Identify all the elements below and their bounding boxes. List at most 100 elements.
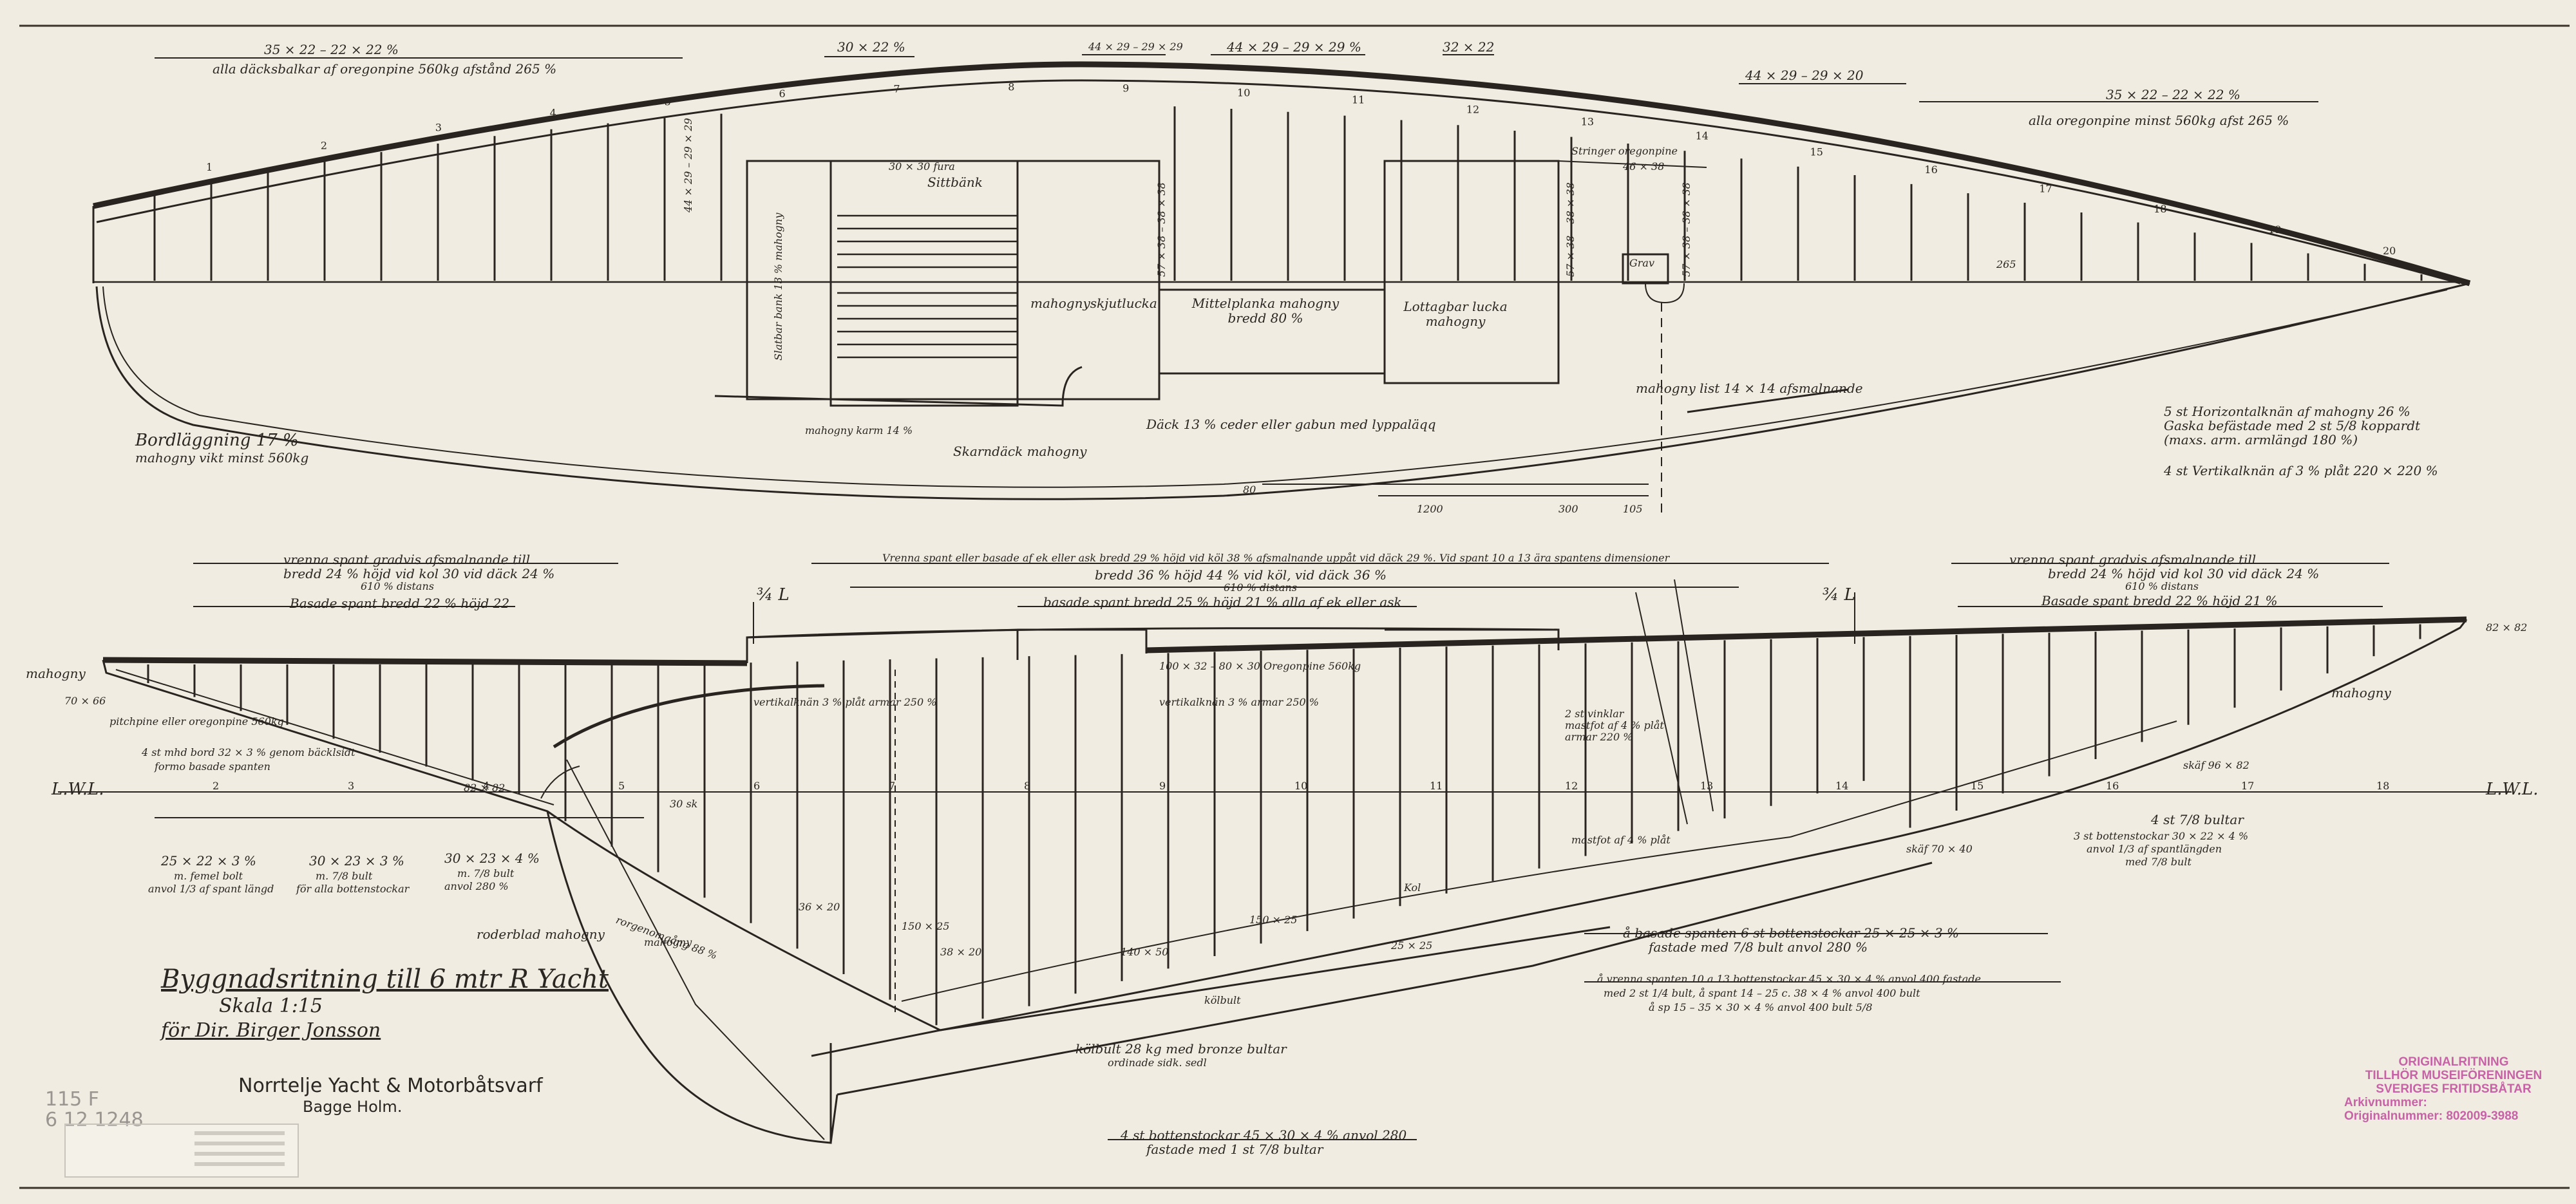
- shipyard-designer: Bagge Holm.: [303, 1098, 402, 1116]
- station-number: 13: [1700, 780, 1713, 792]
- station-number: 7: [893, 82, 900, 95]
- stringer-label: Stringer oregonpine: [1571, 145, 1678, 157]
- floor-dims-a-2: m. femel bolt: [174, 870, 243, 882]
- sittbank-dimension: 30 × 30 fura: [889, 160, 955, 173]
- plan-view: [92, 54, 2471, 515]
- dim-mid-1-label: 140 × 50: [1121, 946, 1169, 958]
- frames-mid-note-4: basade spant bredd 25 % höjd 21 % alla a…: [1043, 594, 1402, 610]
- planking-label: Bordläggning 17 %: [135, 431, 299, 450]
- frames-left-note-2: bredd 24 % höjd vid kol 30 vid däck 24 %: [283, 566, 555, 581]
- stamp-line-1: ORIGINALRITNING: [2398, 1055, 2509, 1069]
- museum-stamp: ORIGINALRITNING TILLHÖR MUSEIFÖRENINGEN …: [2344, 1055, 2563, 1123]
- stiffener-note-1: 4 st mhd bord 32 × 3 % genom bäcklsidt: [142, 746, 355, 758]
- dim-36-label: 36 × 20: [799, 901, 840, 913]
- station-number: 15: [1971, 780, 1984, 792]
- length-dimension-300: 300: [1558, 503, 1578, 515]
- floor-note-1: å basade spanten 6 st bottenstockar 25 ×…: [1623, 925, 1959, 941]
- mast-note-3: armar 220 %: [1565, 731, 1633, 743]
- bottom-note-2: fastade med 1 st 7/8 bultar: [1146, 1142, 1323, 1157]
- stamp-line-2: TILLHÖR MUSEIFÖRENINGEN: [2365, 1068, 2543, 1082]
- station-number: 5: [665, 95, 671, 108]
- floor-dims-c-3: anvol 280 %: [444, 880, 509, 892]
- slatted-bench-label: Slatbar bank 13 % mahogny: [772, 212, 784, 361]
- drawing-client: för Dir. Birger Jonsson: [161, 1019, 381, 1042]
- keel-bolt-note: ordinade sidk. sedl: [1108, 1057, 1207, 1069]
- dim-38-label: 38 × 20: [940, 946, 982, 958]
- vertical-knees: 4 st Vertikalknän af 3 % plåt 220 × 220 …: [2164, 463, 2438, 478]
- dim-150-label: 150 × 25: [902, 920, 950, 932]
- keel-outline: [546, 811, 832, 1144]
- deck-clamp-label: 100 × 32 – 80 × 30 Oregonpine 560kg: [1159, 660, 1361, 672]
- archive-stamp-faded: [64, 1124, 299, 1178]
- stem-dimension: 70 × 66: [64, 695, 106, 707]
- station-number: 18: [2154, 203, 2166, 215]
- station-number: 5: [618, 780, 625, 792]
- dim-mid-2-label: 150 × 25: [1249, 914, 1298, 926]
- station-number: 14: [1835, 780, 1848, 792]
- station-number: 11: [1430, 780, 1443, 792]
- floor-note-4: med 2 st 1/4 bult, å spant 14 – 25 c. 38…: [1604, 987, 1920, 999]
- length-dimension-1200: 1200: [1417, 503, 1443, 515]
- station-number: 14: [1696, 129, 1709, 142]
- waterline-label-left: L.W.L.: [52, 780, 104, 799]
- beam-dimension-7: 35 × 22 – 22 × 22 %: [2106, 87, 2240, 102]
- stamp-line-4: Arkivnummer:: [2344, 1095, 2427, 1109]
- station-number: 9: [1122, 82, 1129, 95]
- skaf-label-2: skäf 70 × 40: [1906, 843, 1973, 855]
- frame-dimension-4: 57 × 38 – 38 × 38: [1680, 182, 1692, 277]
- station-number: 8: [1008, 81, 1014, 93]
- floor-dims-a-3: anvol 1/3 af spant längd: [148, 883, 274, 895]
- stiffener-note-2: formo basade spanten: [155, 760, 270, 773]
- skylight-label: mahognyskjutlucka: [1030, 296, 1157, 311]
- floor-dims-b-3: för alla bottenstockar: [296, 883, 410, 895]
- rudder-outline: [566, 759, 825, 1140]
- beam-note-7: alla oregonpine minst 560kg afst 265 %: [2029, 113, 2289, 128]
- beam-dimension-6: 44 × 29 – 29 × 20: [1745, 68, 1864, 83]
- stamp-line-5: Originalnummer: 802009-3988: [2344, 1109, 2519, 1123]
- floor-dims-c-2: m. 7/8 bult: [457, 867, 515, 879]
- skaf-label-1: skäf 96 × 82: [2183, 759, 2249, 771]
- skarndack-label: Skarndäck mahogny: [953, 444, 1087, 459]
- frames-left-note-3: 610 % distans: [361, 580, 434, 592]
- horizontal-knees-3: (maxs. arm. armlängd 180 %): [2164, 432, 2358, 447]
- floor-dims-b-1: 30 × 23 × 3 %: [309, 853, 404, 869]
- grav-label: Grav: [1629, 257, 1655, 269]
- length-dimension-105: 105: [1623, 503, 1643, 515]
- cockpit-outline: [746, 160, 1160, 400]
- profile-view: [58, 563, 2512, 1144]
- beam-dimension-1: 35 × 22 – 22 × 22 %: [264, 42, 399, 57]
- mast-note-1: 2 st vinklar: [1565, 708, 1624, 720]
- station-number: 12: [1466, 104, 1479, 116]
- floor-dims-b-2: m. 7/8 bult: [316, 870, 373, 882]
- beam-dimension-4: 44 × 29 – 29 × 29 %: [1227, 39, 1361, 55]
- frames-mid-note-2: bredd 36 % höjd 44 % vid köl, vid däck 3…: [1095, 567, 1387, 583]
- fraction-right: ¾ L: [1823, 585, 1855, 605]
- station-number: 6: [779, 88, 785, 100]
- bolts-right-1: 4 st 7/8 bultar: [2151, 812, 2244, 827]
- bolts-right-2: 3 st bottenstockar 30 × 22 × 4 %: [2074, 830, 2249, 842]
- station-number: 10: [1294, 780, 1307, 792]
- deck-edge-outline: [93, 61, 2471, 287]
- frames-right-note-2: bredd 24 % höjd vid kol 30 vid däck 24 %: [2048, 566, 2320, 581]
- bolts-right-4: med 7/8 bult: [2125, 856, 2192, 868]
- station-number: 2: [321, 139, 327, 151]
- station-number: 17: [2039, 183, 2052, 195]
- station-number: 17: [2241, 780, 2254, 792]
- frames-left-note-4: Basade spant bredd 22 % höjd 22: [290, 596, 510, 611]
- keel-short-label: Kol: [1404, 881, 1421, 894]
- mastfoot-label: mastfot af 4 % plåt: [1571, 834, 1671, 846]
- station-number: 13: [1581, 115, 1594, 127]
- horizontal-knees-2: Gaska befästade med 2 st 5/8 koppardt: [2164, 418, 2421, 433]
- shipyard-name: Norrtelje Yacht & Motorbåtsvarf: [238, 1075, 543, 1097]
- station-number: 3: [435, 122, 442, 134]
- station-width-label: 25 × 25: [1391, 939, 1433, 952]
- waterline-label-right: L.W.L.: [2486, 780, 2539, 799]
- frames-left-note-1: vrenna spant gradvis afsmalnande till: [283, 552, 531, 567]
- mahogny-bow-label: mahogny: [26, 666, 86, 681]
- frame-dimension-1: 44 × 29 – 29 × 29: [682, 118, 694, 212]
- station-number: 16: [1924, 164, 1937, 176]
- drawing-title: Byggnadsritning till 6 mtr R Yacht: [161, 964, 609, 994]
- beam-dimension-5: 32 × 22: [1443, 39, 1495, 55]
- station-number: 12: [1565, 780, 1578, 792]
